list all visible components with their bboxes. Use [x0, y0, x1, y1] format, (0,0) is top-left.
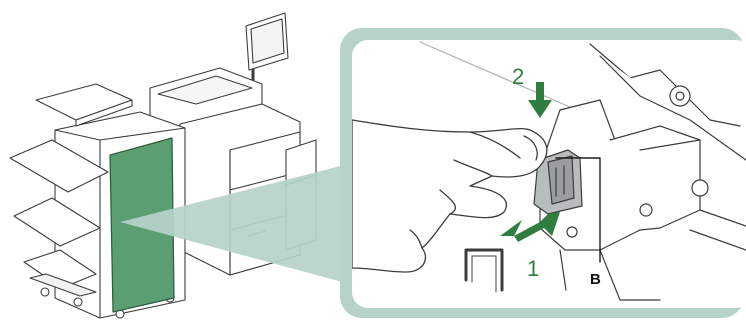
- printer-with-finisher: [10, 13, 316, 318]
- step-2-label: 2: [512, 64, 524, 89]
- callout-label-b: B: [590, 271, 601, 288]
- step-1-label: 1: [527, 256, 539, 281]
